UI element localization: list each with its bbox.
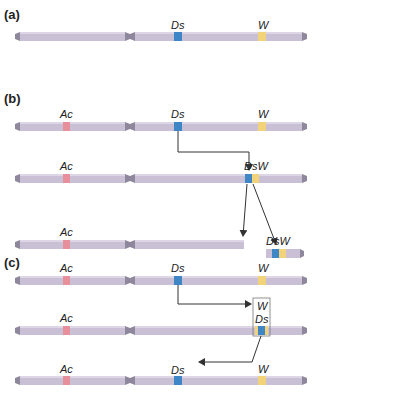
panel-label: (b)	[4, 92, 21, 106]
insertion-arrow	[178, 285, 251, 304]
gene-label: Ds	[171, 364, 184, 376]
ac-band	[63, 122, 70, 131]
w-band	[258, 276, 266, 285]
gene-label: Ac	[60, 312, 73, 324]
ac-band	[63, 240, 70, 249]
gene-label: W	[258, 262, 268, 274]
gene-label: Ac	[60, 226, 73, 238]
chromosome	[15, 240, 130, 249]
chromosome	[15, 276, 130, 285]
panel-label: (c)	[4, 256, 20, 270]
ds-band	[245, 174, 252, 183]
ds-band	[174, 376, 182, 385]
ac-band	[63, 326, 70, 335]
gene-label: W	[258, 108, 268, 120]
chromosome	[130, 276, 307, 285]
gene-label: Ac	[60, 160, 73, 172]
gene-label: Ds	[171, 19, 184, 31]
w-band	[252, 174, 259, 183]
ds-band	[258, 326, 265, 335]
panel-label: (a)	[4, 8, 20, 22]
gene-label: DsW	[266, 235, 290, 247]
w-band	[255, 326, 268, 335]
chromosome-end	[130, 240, 135, 249]
chromosome	[15, 122, 130, 131]
w-band	[258, 376, 266, 385]
gene-label: DsW	[244, 160, 268, 172]
gene-label: Ds	[171, 108, 184, 120]
excised-fragment	[266, 249, 300, 258]
w-band	[279, 249, 286, 258]
gene-label: Ac	[60, 262, 73, 274]
gene-label: W	[258, 363, 268, 375]
chromosome	[15, 326, 130, 335]
break-arrow	[243, 184, 247, 236]
ds-band	[174, 32, 182, 41]
broken-chromosome	[135, 240, 244, 249]
gene-label: Ac	[60, 108, 73, 120]
gene-label: Ds	[255, 313, 268, 325]
gene-label: Ds	[171, 262, 184, 274]
chromosome	[130, 376, 307, 385]
w-band	[258, 32, 266, 41]
gene-label: W	[258, 19, 268, 31]
broken-chromosome-shade	[135, 240, 244, 242]
chromosome	[130, 32, 307, 41]
gene-label: Ac	[60, 363, 73, 375]
chromosome-end	[300, 249, 304, 258]
ac-band	[63, 276, 70, 285]
ds-band	[272, 249, 279, 258]
insertion-box	[253, 298, 270, 336]
chromosome	[130, 122, 307, 131]
w-band	[258, 122, 266, 131]
transposition-arrow	[178, 131, 249, 170]
chromosome	[15, 376, 130, 385]
chromosome	[130, 174, 307, 183]
reversion-arrow	[199, 336, 261, 362]
ac-band	[63, 376, 70, 385]
chromosome	[15, 174, 130, 183]
ac-band	[63, 174, 70, 183]
chromosome	[15, 32, 130, 41]
gene-label: W	[257, 300, 267, 312]
ds-band	[174, 122, 182, 131]
ds-band	[174, 276, 182, 285]
chromosome	[130, 326, 307, 335]
